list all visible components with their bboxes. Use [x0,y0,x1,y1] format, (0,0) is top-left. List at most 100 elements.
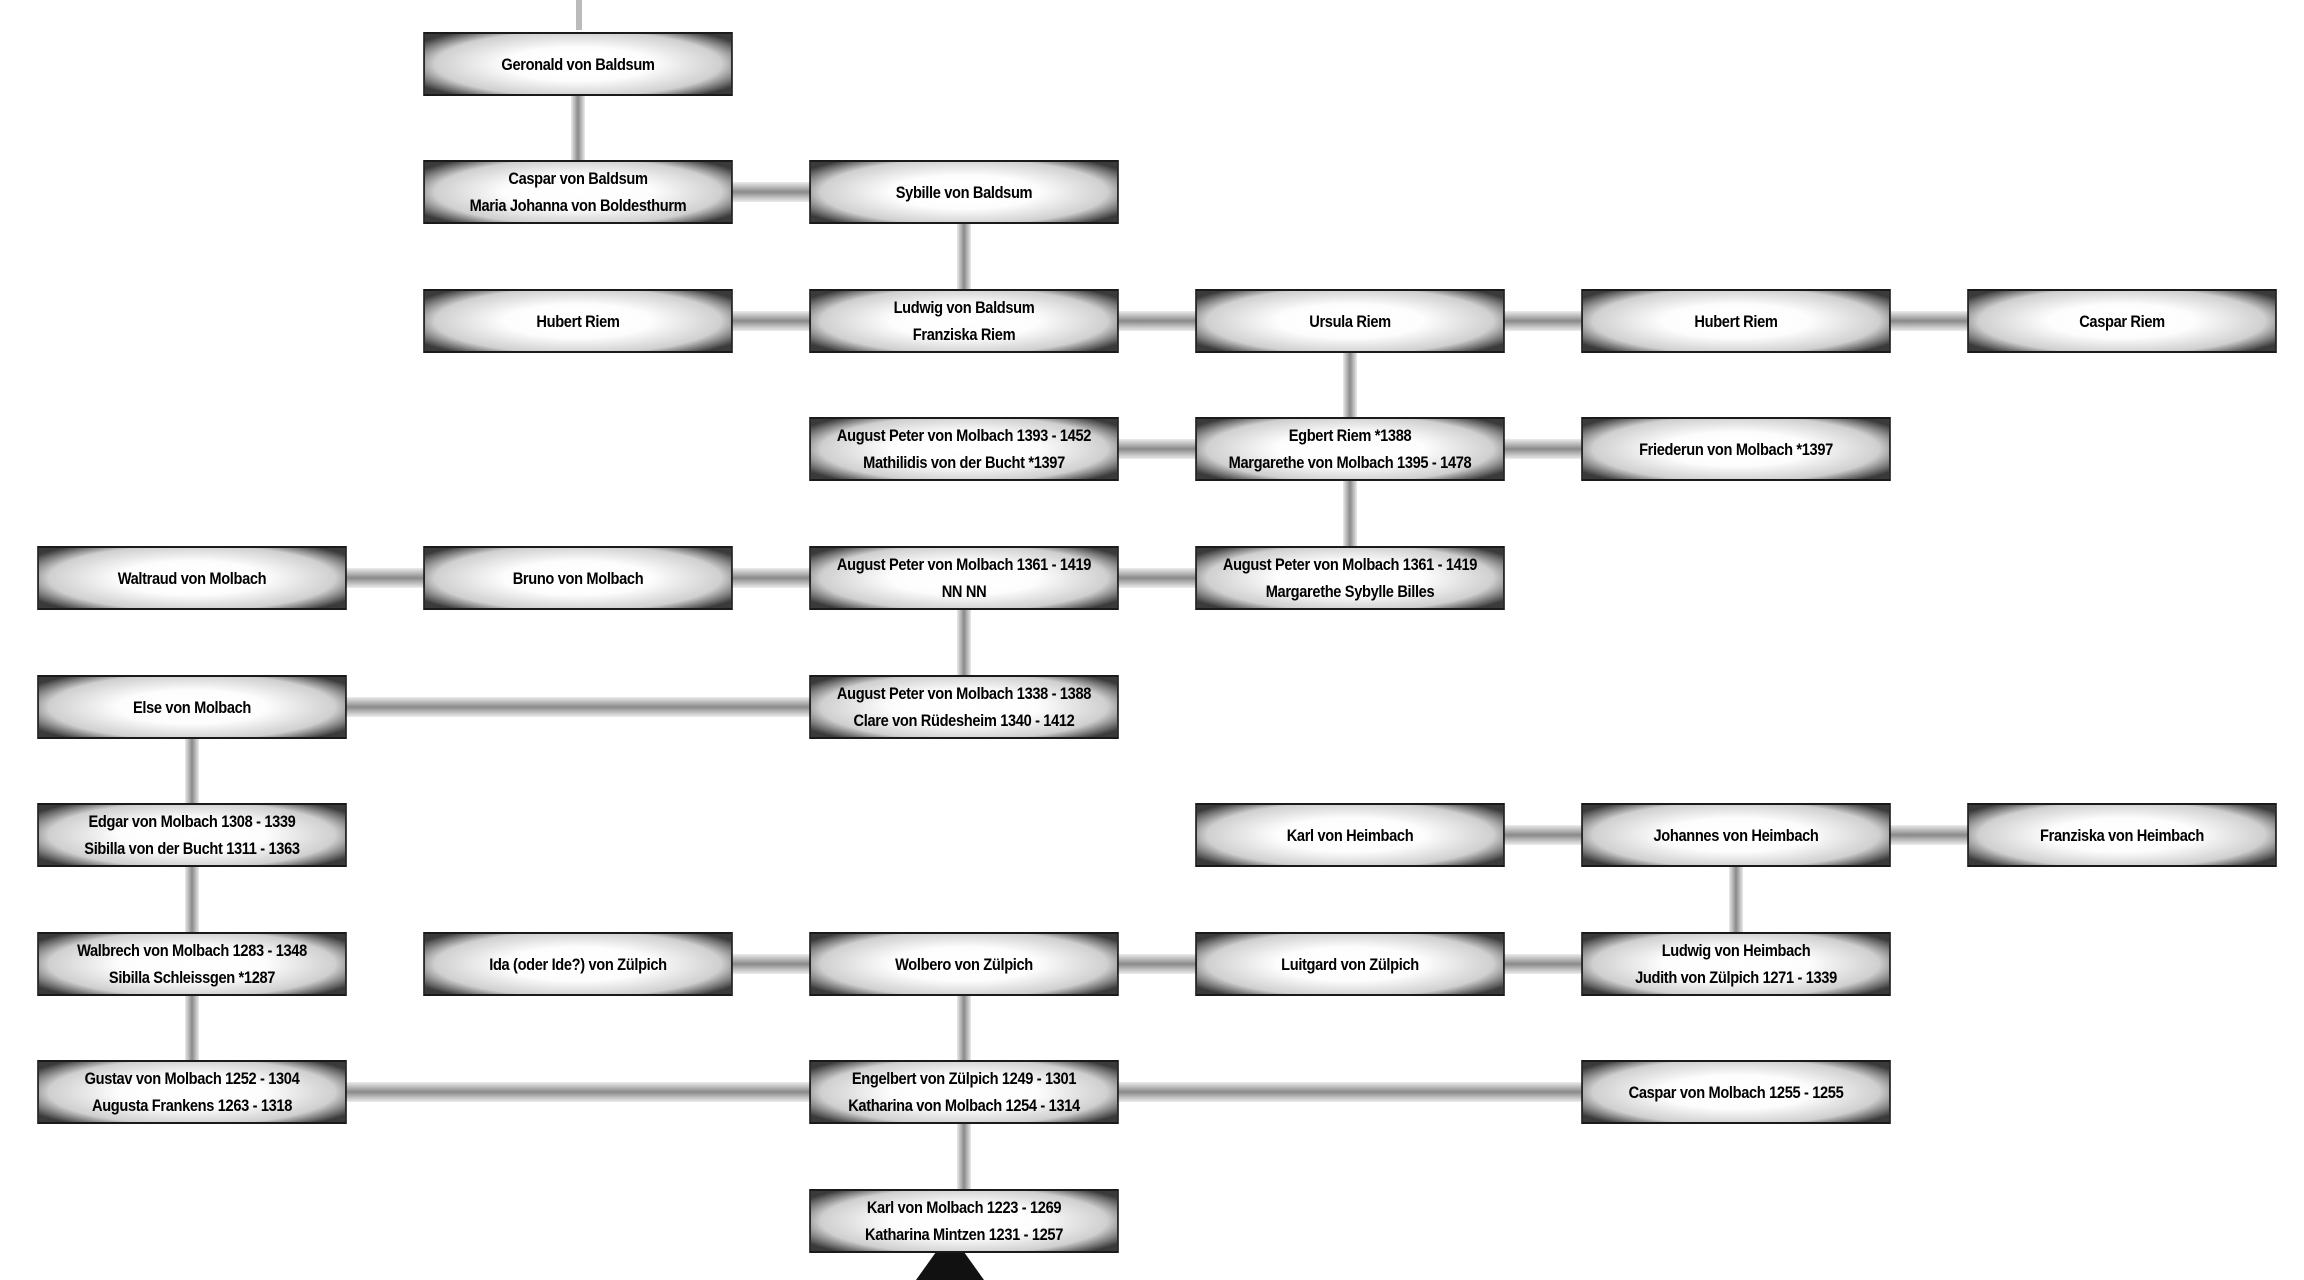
person-name-line: Friederun von Molbach *1397 [1639,439,1833,459]
person-name-line: August Peter von Molbach 1361 - 1419 [836,555,1092,574]
connector-line [1500,825,1586,845]
person-name-line: Johannes von Heimbach [1653,825,1819,845]
person-hubert-riem-right[interactable]: Hubert Riem [1581,289,1891,353]
person-august-peter-1338[interactable]: August Peter von Molbach 1338 - 1388 Cla… [809,675,1119,739]
spouse-name-line: Franziska Riem [912,325,1016,344]
spouse-name-line: Katharina Mintzen 1231 - 1257 [864,1225,1064,1244]
person-luitgard[interactable]: Luitgard von Zülpich [1195,932,1505,996]
person-johannes-heimbach[interactable]: Johannes von Heimbach [1581,803,1891,867]
connector-line [957,220,971,293]
person-name-line: Geronald von Baldsum [501,54,655,74]
person-gustav[interactable]: Gustav von Molbach 1252 - 1304 Augusta F… [37,1060,347,1124]
spouse-name-line: Margarethe Sybylle Billes [1265,582,1435,601]
connector-line [728,311,814,331]
person-wolbero[interactable]: Wolbero von Zülpich [809,932,1119,996]
person-name-line: Hubert Riem [1694,311,1778,331]
person-caspar-riem[interactable]: Caspar Riem [1967,289,2277,353]
person-name-line: Ida (oder Ide?) von Zülpich [489,954,667,974]
person-edgar[interactable]: Edgar von Molbach 1308 - 1339 Sibilla vo… [37,803,347,867]
person-name-line: Caspar von Molbach 1255 - 1255 [1628,1082,1844,1102]
person-franziska-heimbach[interactable]: Franziska von Heimbach [1967,803,2277,867]
bottom-trunk-line [916,1252,984,1280]
connector-line [342,1082,814,1102]
person-name-line: Wolbero von Zülpich [895,954,1033,974]
person-name-line: Engelbert von Zülpich 1249 - 1301 [851,1069,1077,1088]
person-bruno[interactable]: Bruno von Molbach [423,546,733,610]
person-name-line: Egbert Riem *1388 [1288,426,1412,445]
person-name-line: Caspar von Baldsum [508,169,648,188]
connector-line [1886,825,1972,845]
person-name-line: August Peter von Molbach 1393 - 1452 [836,426,1092,445]
connector-line [184,863,199,936]
connector-line [1500,311,1586,331]
person-name-line: Ludwig von Heimbach [1661,941,1811,960]
person-name-line: August Peter von Molbach 1361 - 1419 [1222,555,1478,574]
connector-line [728,182,814,202]
person-august-peter-1361-nn[interactable]: August Peter von Molbach 1361 - 1419 NN … [809,546,1119,610]
connector-line [728,954,814,974]
person-karl-molbach[interactable]: Karl von Molbach 1223 - 1269 Katharina M… [809,1189,1119,1253]
spouse-name-line: Maria Johanna von Boldesthurm [469,196,687,215]
connector-line [1114,311,1200,331]
person-else[interactable]: Else von Molbach [37,675,347,739]
person-name-line: Caspar Riem [2079,311,2165,331]
connector-line [1114,1082,1586,1102]
person-name-line: Walbrech von Molbach 1283 - 1348 [77,941,307,960]
person-ludwig-heimbach[interactable]: Ludwig von Heimbach Judith von Zülpich 1… [1581,932,1891,996]
connector-line [571,92,585,164]
spouse-name-line: Sibilla Schleissgen *1287 [108,968,276,987]
person-name-line: Karl von Molbach 1223 - 1269 [866,1198,1062,1217]
connector-line [342,697,814,717]
person-walbrech[interactable]: Walbrech von Molbach 1283 - 1348 Sibilla… [37,932,347,996]
person-name-line: Edgar von Molbach 1308 - 1339 [88,812,296,831]
person-ludwig-baldsum[interactable]: Ludwig von Baldsum Franziska Riem [809,289,1119,353]
root-stub-line [576,0,582,30]
person-egbert-riem[interactable]: Egbert Riem *1388 Margarethe von Molbach… [1195,417,1505,481]
spouse-name-line: Clare von Rüdesheim 1340 - 1412 [853,711,1075,730]
person-name-line: Waltraud von Molbach [117,568,267,588]
person-name-line: August Peter von Molbach 1338 - 1388 [836,684,1092,703]
person-name-line: Luitgard von Zülpich [1281,954,1419,974]
person-caspar-molbach[interactable]: Caspar von Molbach 1255 - 1255 [1581,1060,1891,1124]
person-august-peter-1393[interactable]: August Peter von Molbach 1393 - 1452 Mat… [809,417,1119,481]
person-name-line: Ursula Riem [1309,311,1391,331]
spouse-name-line: NN NN [941,582,987,601]
spouse-name-line: Augusta Frankens 1263 - 1318 [91,1096,293,1115]
person-waltraud[interactable]: Waltraud von Molbach [37,546,347,610]
person-name-line: Else von Molbach [133,697,251,717]
person-karl-heimbach[interactable]: Karl von Heimbach [1195,803,1505,867]
connector-line [728,568,814,588]
connector-line [184,735,199,807]
person-ursula-riem[interactable]: Ursula Riem [1195,289,1505,353]
connector-line [957,606,971,679]
connector-line [1342,477,1357,550]
person-hubert-riem-left[interactable]: Hubert Riem [423,289,733,353]
person-name-line: Gustav von Molbach 1252 - 1304 [84,1069,300,1088]
connector-line [1500,954,1586,974]
person-name-line: Sybille von Baldsum [895,182,1033,202]
person-name-line: Ludwig von Baldsum [893,298,1035,317]
connector-line [1114,954,1200,974]
connector-line [1500,439,1586,459]
person-name-line: Hubert Riem [536,311,620,331]
person-name-line: Bruno von Molbach [512,568,644,588]
person-ida[interactable]: Ida (oder Ide?) von Zülpich [423,932,733,996]
connector-line [957,1120,971,1193]
person-august-peter-1361-billes[interactable]: August Peter von Molbach 1361 - 1419 Mar… [1195,546,1505,610]
person-sybille[interactable]: Sybille von Baldsum [809,160,1119,224]
connector-line [1728,863,1743,936]
person-geronald[interactable]: Geronald von Baldsum [423,32,733,96]
person-name-line: Karl von Heimbach [1286,825,1414,845]
person-engelbert[interactable]: Engelbert von Zülpich 1249 - 1301 Kathar… [809,1060,1119,1124]
connector-line [1886,311,1972,331]
person-name-line: Franziska von Heimbach [2040,825,2204,845]
person-friederun[interactable]: Friederun von Molbach *1397 [1581,417,1891,481]
connector-line [1114,568,1200,588]
spouse-name-line: Margarethe von Molbach 1395 - 1478 [1228,453,1472,472]
connector-line [184,992,199,1064]
person-caspar-baldsum[interactable]: Caspar von Baldsum Maria Johanna von Bol… [423,160,733,224]
connector-line [1342,349,1357,421]
connector-line [1114,439,1200,459]
